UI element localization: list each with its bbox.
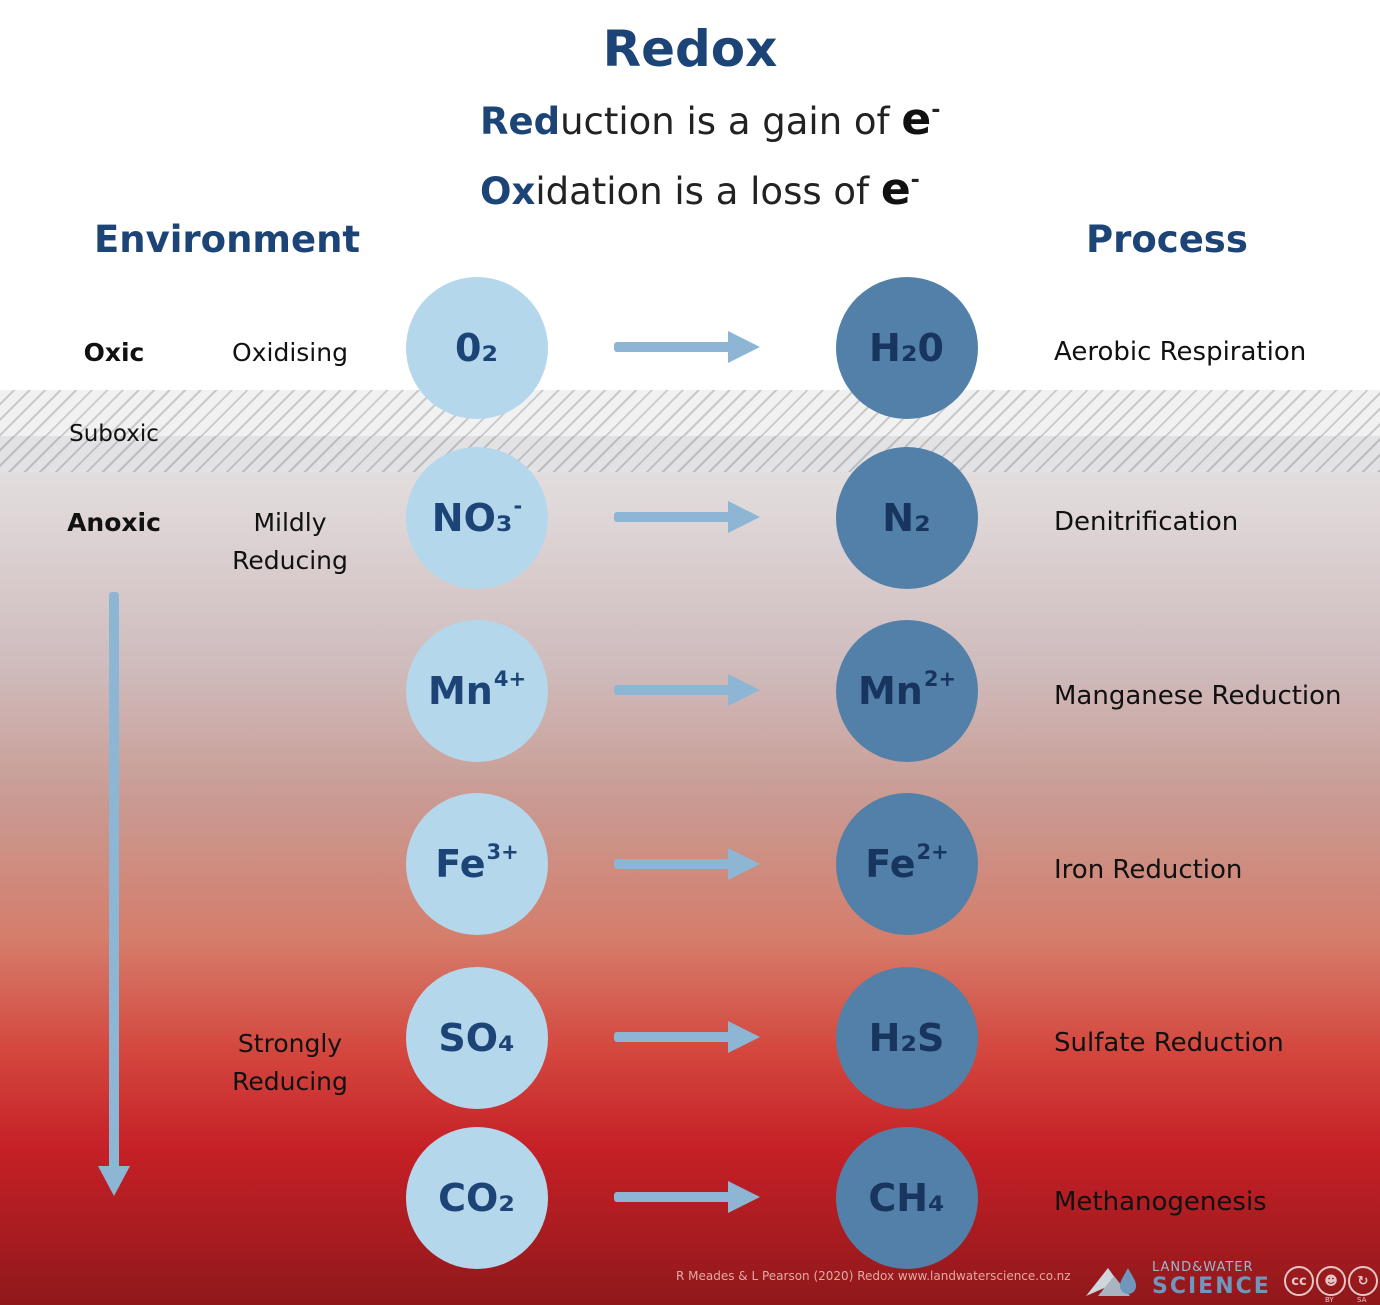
redox-gradient-background — [0, 390, 1380, 1305]
mildly-reducing-label: Mildly Reducing — [210, 504, 370, 580]
suboxic-hatched-lower-band — [0, 436, 1380, 472]
reduction-rest: uction is a gain of — [560, 100, 902, 143]
electron-symbol: e — [901, 94, 932, 145]
electron-charge: - — [910, 167, 920, 193]
reaction-arrow — [614, 331, 760, 363]
logo-text-bottom: SCIENCE — [1152, 1274, 1271, 1299]
oxidising-label: Oxidising — [232, 338, 348, 367]
process-manganese-reduction: Manganese Reduction — [1054, 681, 1342, 711]
reactant-circle-carbon-dioxide: CO₂ — [406, 1127, 548, 1269]
oxidation-definition: Oxidation is a loss of e- — [480, 164, 920, 215]
suboxic-label: Suboxic — [69, 421, 159, 447]
strongly-reducing-line2: Reducing — [232, 1067, 348, 1096]
reaction-arrow — [614, 1181, 760, 1213]
reactant-circle-nitrate: NO₃- — [406, 447, 548, 589]
strongly-reducing-line1: Strongly — [237, 1029, 343, 1058]
product-circle-hydrogen-sulfide: H₂S — [836, 967, 978, 1109]
electron-symbol: e — [880, 164, 911, 215]
reactant-circle-sulfate: SO₄ — [406, 967, 548, 1109]
oxidation-highlight: Ox — [480, 170, 536, 213]
process-header: Process — [1086, 218, 1248, 261]
reaction-arrow — [614, 674, 760, 706]
mildly-reducing-line1: Mildly — [253, 508, 327, 537]
decreasing-redox-arrow — [98, 592, 130, 1196]
oxidation-rest: idation is a loss of — [535, 170, 881, 213]
credit-text: R Meades & L Pearson (2020) Redox www.la… — [676, 1269, 1071, 1283]
process-iron-reduction: Iron Reduction — [1054, 855, 1243, 885]
reduction-definition: Reduction is a gain of e- — [480, 94, 940, 145]
environment-header: Environment — [94, 218, 361, 261]
electron-charge: - — [931, 97, 941, 123]
strongly-reducing-label: Strongly Reducing — [210, 1025, 370, 1101]
reaction-arrow — [614, 1021, 760, 1053]
process-sulfate-reduction: Sulfate Reduction — [1054, 1028, 1284, 1058]
reaction-arrow — [614, 501, 760, 533]
attribution-icon: ☻ — [1316, 1266, 1346, 1296]
product-circle-water: H₂0 — [836, 277, 978, 419]
process-aerobic-respiration: Aerobic Respiration — [1054, 337, 1307, 367]
logo-text-top: LAND&WATER — [1152, 1260, 1254, 1275]
oxic-label: Oxic — [83, 338, 145, 367]
product-circle-nitrogen: N₂ — [836, 447, 978, 589]
share-alike-icon: ↻ — [1348, 1266, 1378, 1296]
land-water-logo-icon — [1086, 1268, 1136, 1296]
process-denitrification: Denitrification — [1054, 507, 1239, 537]
product-circle-methane: CH₄ — [836, 1127, 978, 1269]
license-by-label: BY — [1325, 1296, 1334, 1304]
reactant-circle-oxygen: 0₂ — [406, 277, 548, 419]
reaction-arrow — [614, 848, 760, 880]
process-methanogenesis: Methanogenesis — [1054, 1187, 1267, 1217]
anoxic-label: Anoxic — [67, 508, 161, 537]
license-sa-label: SA — [1357, 1296, 1367, 1304]
creative-commons-icon: cc — [1284, 1266, 1314, 1296]
page-title: Redox — [602, 20, 778, 78]
mildly-reducing-line2: Reducing — [232, 546, 348, 575]
reduction-highlight: Red — [480, 100, 561, 143]
